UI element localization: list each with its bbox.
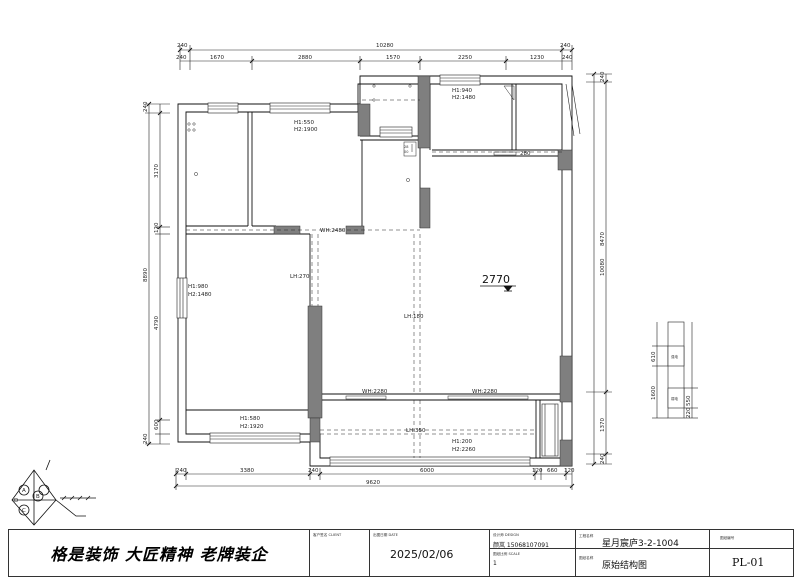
note-w2-h1: H1:940 — [452, 88, 472, 94]
designer-value: 颜岚 15068107091 — [493, 542, 549, 549]
brand-slogan: 格是装饰 大匠精神 老牌装企 — [9, 530, 309, 576]
note-w3-h2: H2:1480 — [188, 292, 212, 298]
detail-dim-0: 610 — [651, 351, 657, 362]
dim-bottom-6: 120 — [564, 468, 575, 474]
scale-value: 1 — [493, 560, 497, 567]
dim-top-small-right: 240 — [560, 43, 571, 49]
logo-mark — [11, 459, 96, 526]
note-w1-h2: H2:1900 — [294, 127, 318, 133]
dim-left-4: 600 — [154, 419, 160, 430]
note-w3-h1: H1:980 — [188, 284, 208, 290]
note-beam-left: LH:270 — [290, 274, 310, 280]
note-w5-h1: H1:200 — [452, 439, 472, 445]
project-value: 星月宸庐3-2-1004 — [602, 539, 679, 549]
dim-top-total: 10280 — [376, 43, 394, 49]
dim-bottom-4: 120 — [532, 468, 543, 474]
number-cell: 图纸编号 PL-01 — [709, 530, 793, 576]
dim-top-small-left: 240 — [177, 43, 188, 49]
dim-left-3: 4790 — [154, 316, 160, 330]
project-cell: 工程名称 星月宸庐3-2-1004 图纸名称 原始结构图 — [575, 530, 709, 576]
note-beam-bottom: LH:350 — [406, 428, 426, 434]
dim-left-total: 8890 — [143, 268, 149, 282]
designer-cell: 设计师 DESIGN 颜岚 15068107091 图纸比例 SCALE 1 — [489, 530, 575, 576]
logo-letter-c: C — [22, 508, 26, 514]
logo-letter-a: A — [22, 488, 26, 494]
dim-top-1: 1670 — [210, 55, 224, 61]
client-cell: 客户签名 CLIENT — [309, 530, 369, 576]
detail-dim-3: 220 — [686, 407, 692, 418]
date-value: 2025/02/06 — [390, 548, 454, 561]
dim-bottom-3: 6000 — [420, 468, 434, 474]
drawing-label: 图纸名称 — [579, 556, 594, 560]
dim-top-0: 240 — [176, 55, 187, 61]
tiny-mark-2: 00 — [404, 150, 408, 154]
dim-bottom-0: 240 — [176, 468, 187, 474]
note-beam-b2: WH:2280 — [472, 389, 498, 395]
detail-label-strong: 强电 — [671, 354, 679, 359]
dim-bottom-5: 660 — [547, 468, 558, 474]
dim-top-4: 2250 — [458, 55, 472, 61]
dim-bottom-1: 3380 — [240, 468, 254, 474]
date-label: 出图日期 DATE — [373, 533, 398, 537]
designer-label: 设计师 DESIGN — [493, 533, 519, 537]
dim-right-total: 10080 — [600, 258, 606, 276]
logo-letter-d: D — [14, 498, 18, 504]
dim-left-5: 240 — [143, 433, 149, 444]
detail-dim-2: 550 — [686, 395, 692, 406]
client-label: 客户签名 CLIENT — [313, 533, 342, 537]
brand-text: 格是装饰 大匠精神 老牌装企 — [50, 545, 268, 564]
title-block: 格是装饰 大匠精神 老牌装企 客户签名 CLIENT 出图日期 DATE 202… — [8, 529, 794, 577]
note-w4-h1: H1:580 — [240, 416, 260, 422]
tiny-mark-1: 28 — [404, 145, 408, 149]
date-cell: 出图日期 DATE 2025/02/06 — [369, 530, 489, 576]
dim-left-2: 120 — [154, 222, 160, 233]
ceiling-height: 2770 — [482, 273, 510, 286]
note-w4-h2: H2:1920 — [240, 424, 264, 430]
note-w1-h1: H1:550 — [294, 120, 314, 126]
dims-left: 240 3170 120 4790 600 240 8890 — [143, 101, 160, 444]
detail-label-weak: 弱电 — [671, 396, 679, 401]
drawing-value: 原始结构图 — [602, 561, 648, 571]
note-w2-h2: H2:1480 — [452, 95, 476, 101]
scale-label: 图纸比例 SCALE — [493, 552, 521, 556]
dim-left-1: 3170 — [154, 164, 160, 178]
dim-top-5: 1230 — [530, 55, 544, 61]
dims-right: 240 8470 1370 240 10080 — [600, 71, 606, 464]
dim-bottom-total: 9620 — [366, 480, 380, 486]
dim-right-3: 240 — [600, 453, 606, 464]
dim-right-0: 240 — [600, 71, 606, 82]
number-label: 图纸编号 — [720, 536, 735, 540]
dim-top-2: 2880 — [298, 55, 312, 61]
dim-top-3: 1570 — [386, 55, 400, 61]
number-value: PL-01 — [732, 556, 765, 569]
dim-right-1: 8470 — [600, 232, 606, 246]
logo-letter-b: B — [36, 494, 40, 500]
note-beam-kitchen: 280 — [520, 151, 531, 157]
note-beam-mid: LH:180 — [404, 314, 424, 320]
note-beam-top: WH:2480 — [320, 228, 346, 234]
dim-right-2: 1370 — [600, 418, 606, 432]
note-w5-h2: H2:2260 — [452, 447, 476, 453]
dim-bottom-2: 240 — [308, 468, 319, 474]
note-beam-b1: WH:2280 — [362, 389, 388, 395]
floor-plan-drawing: 10280 240 240 240 1670 2880 1570 2250 12… — [11, 43, 698, 526]
project-label: 工程名称 — [579, 534, 594, 538]
detail-dim-1: 1600 — [651, 386, 657, 400]
dim-left-0: 240 — [143, 101, 149, 112]
dim-top-6: 240 — [562, 55, 573, 61]
